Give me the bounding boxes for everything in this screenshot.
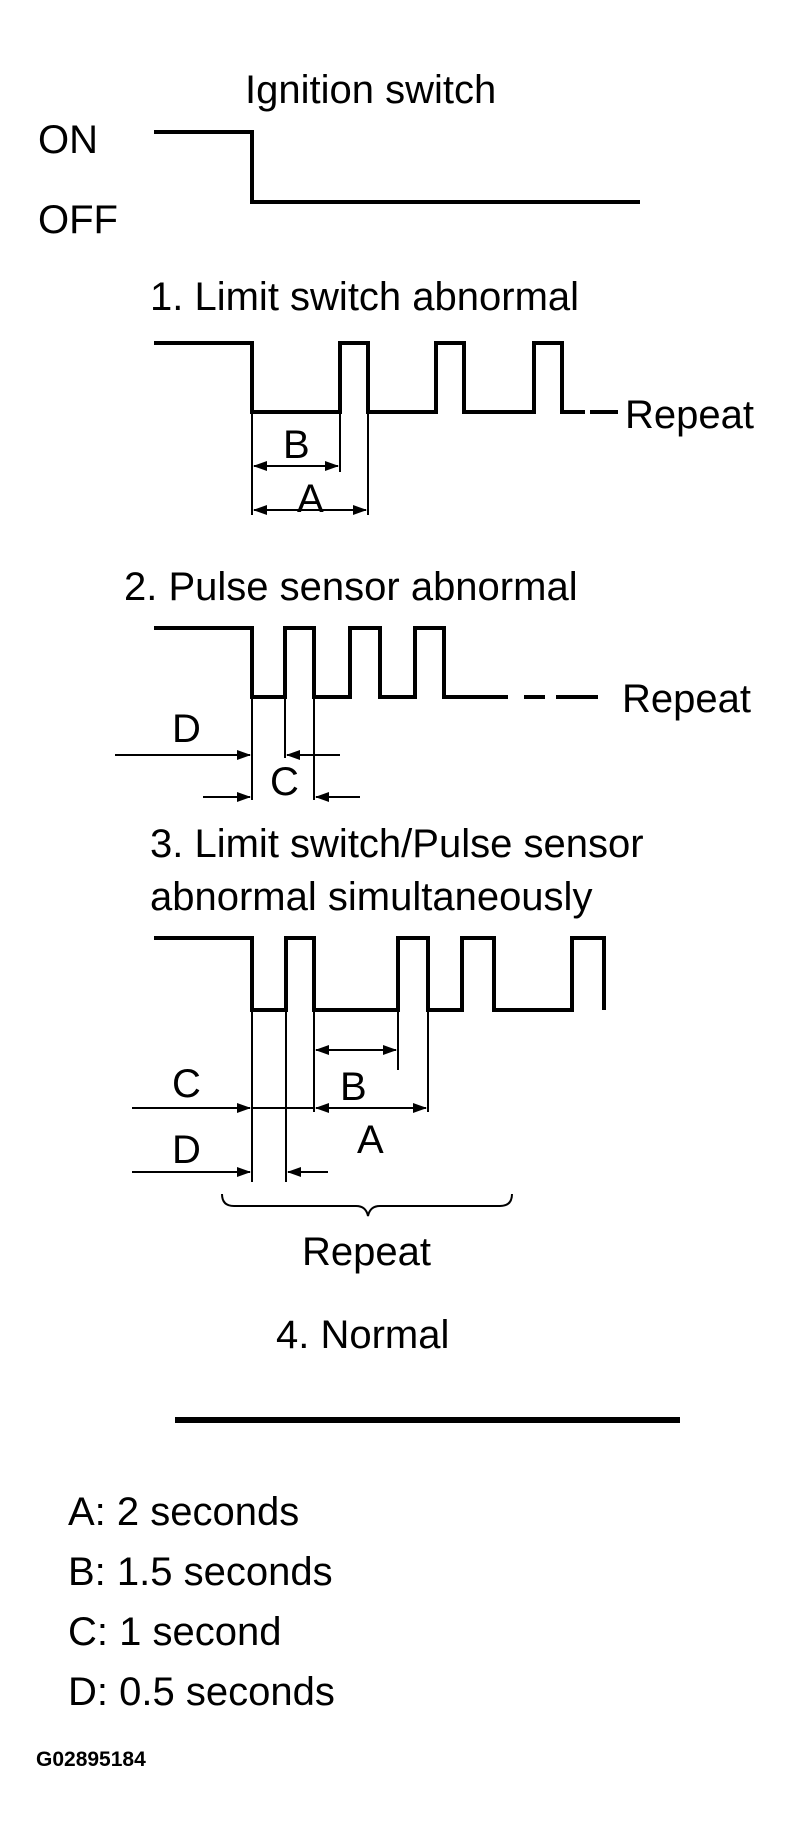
legend-item-a: A: 2 seconds (68, 1490, 299, 1534)
repeat-brace (221, 1193, 513, 1217)
normal-title: 4. Normal (276, 1313, 449, 1357)
dimension-label-a: A (297, 477, 324, 521)
pulse-sensor-section: 2. Pulse sensor abnormal Repeat D C (115, 565, 751, 804)
on-label: ON (38, 118, 98, 162)
dimension-label-c: C (172, 1062, 201, 1106)
dimension-label-c: C (270, 760, 299, 804)
ignition-title: Ignition switch (245, 68, 496, 112)
limit-switch-title: 1. Limit switch abnormal (150, 275, 579, 319)
pulse-sensor-waveform (154, 626, 508, 699)
dimension-label-d: D (172, 707, 201, 751)
normal-section: 4. Normal (175, 1313, 680, 1423)
dimension-label-b: B (340, 1065, 367, 1109)
simultaneous-title-line1: 3. Limit switch/Pulse sensor (150, 822, 644, 866)
simultaneous-repeat: Repeat (302, 1230, 431, 1274)
limit-switch-section: 1. Limit switch abnormal Repeat B A (150, 275, 754, 521)
pulse-sensor-title: 2. Pulse sensor abnormal (124, 565, 578, 609)
limit-switch-waveform (154, 341, 585, 414)
off-label: OFF (38, 198, 118, 242)
ignition-section: Ignition switch ON OFF (38, 68, 640, 242)
legend-item-b: B: 1.5 seconds (68, 1550, 333, 1594)
pulse-sensor-repeat: Repeat (622, 677, 751, 721)
dimension-label-b: B (283, 423, 310, 467)
dimension-label-d: D (172, 1128, 201, 1172)
figure-id: G02895184 (36, 1748, 146, 1771)
simultaneous-title-line2: abnormal simultaneously (150, 875, 592, 919)
simultaneous-waveform (154, 936, 606, 1012)
ignition-waveform (154, 130, 640, 204)
dimension-label-a: A (357, 1118, 384, 1162)
limit-switch-repeat: Repeat (625, 393, 754, 437)
legend-item-c: C: 1 second (68, 1610, 281, 1654)
legend: A: 2 seconds B: 1.5 seconds C: 1 second … (68, 1490, 335, 1714)
simultaneous-section: 3. Limit switch/Pulse sensor abnormal si… (132, 822, 644, 1274)
legend-item-d: D: 0.5 seconds (68, 1670, 335, 1714)
